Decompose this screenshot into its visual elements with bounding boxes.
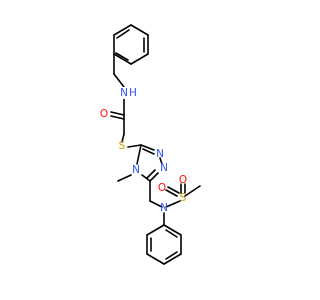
sulfonyl-o-top-label: O: [179, 174, 187, 186]
triazole-n-top-label: N: [156, 148, 164, 160]
bond-c-o-1: [110, 111, 125, 116]
benzyl-phenyl-ring: [113, 24, 149, 65]
bond-c-o-2: [110, 115, 125, 120]
bond-s-o-left-1: [165, 189, 178, 197]
bond-ch2-nh: [113, 73, 125, 88]
carbonyl-o-label: O: [100, 108, 108, 120]
sulfonamide-n-label: N: [160, 202, 168, 214]
bond-ch2-n: [149, 200, 163, 208]
triazole-n4-label: N: [132, 164, 140, 176]
bond-ch2-s: [121, 133, 125, 143]
n-phenyl-ring: [146, 224, 182, 265]
bond-s-methyl: [184, 185, 201, 197]
bond-n-sulfonyl: [165, 200, 181, 208]
bond-s-o-left-2: [167, 186, 180, 194]
bond-s-triazole: [127, 144, 142, 148]
triazole-n-right-label: N: [160, 162, 168, 174]
triazole-ring: [136, 144, 163, 182]
sulfonyl-s-label: S: [180, 192, 187, 204]
amide-h-label: H: [129, 87, 137, 99]
amide-n-label: N: [120, 87, 128, 99]
bond-n4-methyl: [117, 174, 132, 182]
thioether-s-label: S: [119, 140, 126, 152]
molecule-structure: N H O S N N N N S O O: [100, 24, 201, 265]
atom-labels: N H O S N N N N S O O: [100, 87, 187, 214]
sulfonyl-o-left-label: O: [158, 182, 166, 194]
